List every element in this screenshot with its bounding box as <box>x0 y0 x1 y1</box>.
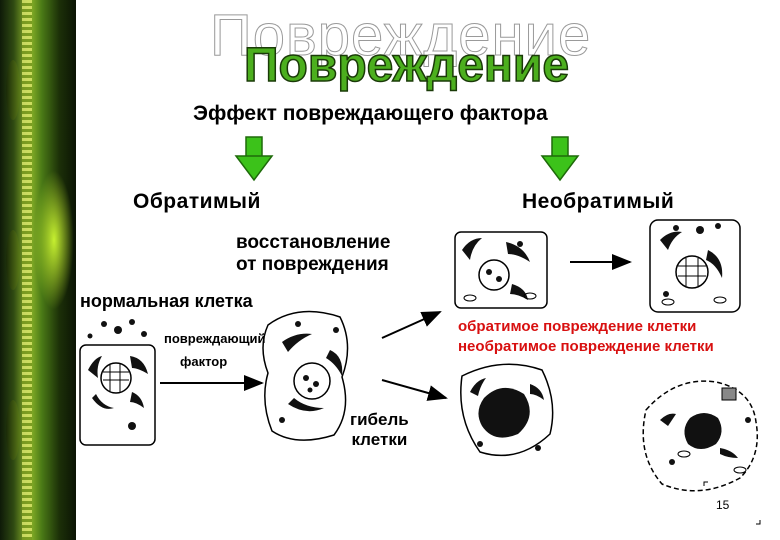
cell-death-label: гибель клетки <box>350 410 409 449</box>
page-title: Повреждение <box>243 38 570 93</box>
reversible-injury-label: обратимое повреждение клетки <box>458 318 697 335</box>
branch-label-irreversible: Необратимый <box>522 190 675 213</box>
recovery-label-line2: от повреждения <box>236 253 389 275</box>
normal-cell-label: нормальная клетка <box>80 291 253 311</box>
cell-death-line1: гибель <box>350 410 409 429</box>
branch-label-reversible: Обратимый <box>133 190 261 213</box>
page-corner <box>703 481 761 525</box>
page-number: 15 <box>716 498 730 512</box>
green-arrow-left <box>234 136 274 182</box>
reversible-injured-cell <box>454 231 548 309</box>
leaf-shape <box>6 60 20 120</box>
green-arrow-right <box>540 136 580 182</box>
irreversible-injury-label: необратимое повреждение клетки <box>458 338 714 355</box>
dead-cell <box>642 380 758 492</box>
normal-cell <box>79 344 156 446</box>
injurious-agent-line1: повреждающий <box>164 331 266 346</box>
irreversible-injured-cell <box>649 219 741 313</box>
injurious-agent-line2: фактор <box>180 353 228 369</box>
arrow-to-reversible <box>381 311 442 339</box>
cell-death-line2: клетки <box>351 429 408 449</box>
injurious-agent-label: повреждающий фактор <box>164 331 266 370</box>
recovery-label-line1: восстановление <box>236 232 391 253</box>
leaf-shape <box>6 230 20 290</box>
plant-stalk <box>22 0 32 540</box>
plant-glow <box>34 170 74 310</box>
leaf-shape <box>6 400 20 460</box>
ghost-title: Повреждение <box>209 3 592 69</box>
recovery-label: восстановление от повреждения <box>236 232 390 276</box>
debris-dots <box>87 319 147 339</box>
swollen-cell <box>262 310 349 441</box>
subtitle: Эффект повреждающего фактора <box>193 102 548 125</box>
dying-cell <box>460 363 554 457</box>
arrow-to-death <box>381 379 448 401</box>
decorative-plant-sidebar <box>0 0 76 540</box>
